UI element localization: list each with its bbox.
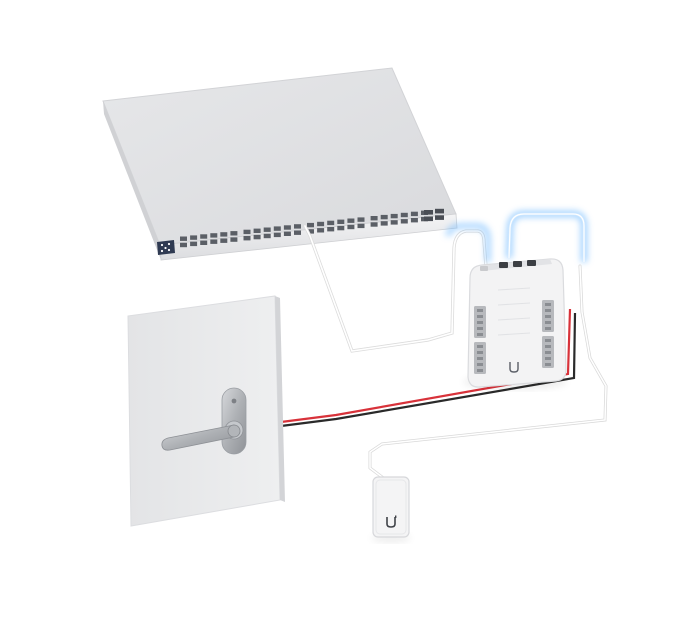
terminal-pin	[477, 351, 483, 354]
switch-port	[273, 226, 281, 231]
hub-terminal-block-left	[474, 306, 486, 374]
terminal-pin	[545, 345, 551, 348]
switch-port	[347, 224, 355, 230]
ubiquiti-logo-icon	[386, 515, 397, 528]
terminal-pin	[477, 369, 483, 372]
switch-port	[200, 240, 208, 245]
terminal-pin	[545, 339, 551, 342]
switch-port	[357, 217, 365, 222]
switch-port	[390, 220, 398, 225]
switch-port	[370, 222, 378, 227]
hub-port-1	[499, 262, 508, 268]
ubiquiti-logo-icon	[509, 362, 519, 373]
wire-black	[280, 312, 577, 428]
switch-port	[400, 219, 408, 224]
hub-terminal-block-right	[542, 300, 554, 368]
switch-port	[317, 228, 325, 233]
door-panel-edge	[275, 296, 285, 502]
switch-port	[180, 236, 187, 241]
sfp-port	[435, 208, 444, 214]
switch-port	[210, 233, 218, 238]
switch-port	[357, 223, 365, 229]
terminal-pin	[477, 309, 483, 312]
switch-port	[327, 220, 335, 226]
terminal-pin	[477, 327, 483, 330]
terminal-pin	[545, 309, 551, 312]
switch-port	[243, 229, 251, 235]
switch-port	[410, 218, 418, 223]
sfp-port	[435, 215, 444, 220]
switch-port	[263, 227, 271, 232]
sfp-port	[424, 210, 433, 215]
switch-port	[294, 224, 301, 229]
reader-cable-highlight	[369, 265, 607, 481]
terminal-pin	[545, 357, 551, 360]
switch-port	[317, 221, 325, 227]
switch-side-face	[103, 101, 161, 260]
switch-port	[283, 225, 291, 230]
switch-sfp-ports	[424, 208, 444, 222]
glowing-cables	[445, 210, 588, 262]
switch-port	[220, 238, 228, 243]
switch-port	[200, 234, 208, 239]
switch-top-face	[102, 67, 457, 246]
switch-port	[253, 234, 261, 240]
access-hub	[463, 258, 567, 389]
switch-port	[210, 239, 218, 244]
switch-port	[337, 225, 345, 231]
switch-port	[380, 214, 388, 220]
wire-red	[280, 308, 572, 424]
door-handle-icon	[161, 387, 247, 455]
terminal-pin	[477, 345, 483, 348]
terminal-pin	[477, 315, 483, 318]
network-switch	[102, 67, 458, 261]
door-lock	[127, 295, 285, 527]
terminal-pin	[477, 357, 483, 360]
reader-body	[372, 476, 410, 538]
terminal-pin	[545, 327, 551, 330]
hub-port-4	[480, 266, 488, 271]
terminal-pin	[477, 363, 483, 366]
terminal-pin	[545, 321, 551, 324]
sfp-port	[424, 216, 433, 222]
terminal-pin	[477, 333, 483, 336]
switch-port	[327, 227, 335, 232]
hub-body	[467, 258, 567, 388]
switch-ports-bottom-row	[180, 216, 428, 248]
switch-port	[243, 236, 251, 241]
switch-port	[273, 232, 281, 238]
switch-port	[230, 237, 238, 242]
terminal-pin	[545, 351, 551, 354]
switch-port	[230, 231, 238, 236]
door-panel	[127, 295, 281, 527]
hub-port-3	[527, 260, 536, 266]
switch-port	[370, 216, 378, 221]
switch-port	[410, 211, 418, 217]
switch-port	[347, 218, 355, 223]
terminal-pin	[545, 303, 551, 306]
terminal-pin	[477, 321, 483, 324]
hub-port-2	[513, 261, 522, 267]
switch-port	[337, 219, 345, 224]
terminal-pin	[545, 315, 551, 318]
switch-port	[190, 235, 198, 240]
switch-port	[190, 241, 198, 247]
switch-port	[220, 232, 228, 237]
nfc-reader: u	[371, 476, 411, 542]
switch-port	[294, 230, 301, 235]
switch-port	[307, 229, 314, 234]
switch-port	[380, 221, 388, 226]
switch-port	[263, 233, 271, 239]
switch-port	[180, 242, 187, 248]
switch-port	[390, 213, 398, 219]
switch-port	[400, 212, 408, 218]
switch-port	[253, 228, 261, 233]
switch-port	[283, 231, 291, 236]
ethernet-cable-uplink	[303, 224, 488, 353]
switch-port	[307, 222, 314, 228]
terminal-pin	[545, 363, 551, 366]
ethernet-cable-uplink-highlight	[304, 225, 487, 352]
